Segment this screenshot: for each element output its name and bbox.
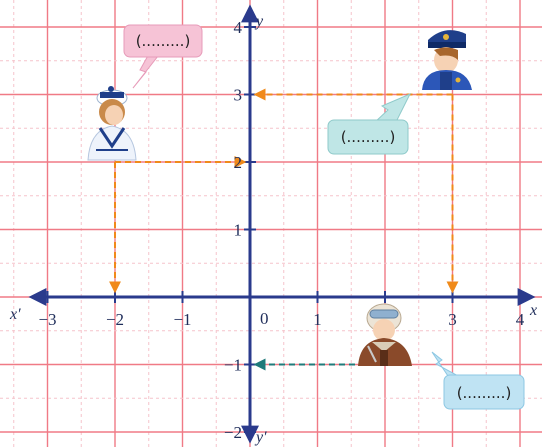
- x-tick-label: 1: [313, 310, 322, 329]
- x-tick-label: −1: [173, 310, 191, 329]
- y-tick-label: 1: [234, 221, 243, 240]
- y-tick-label: −2: [224, 423, 242, 442]
- x-tick-label: 3: [448, 310, 457, 329]
- pilot-bubble-text: (.........): [457, 384, 512, 402]
- y-axis-positive-label: y: [254, 13, 264, 30]
- x-tick-label: −2: [106, 310, 124, 329]
- x-tick-label: −3: [38, 310, 56, 329]
- x-axis-positive-label: x: [529, 302, 537, 319]
- y-tick-label: 4: [234, 18, 243, 37]
- police-bubble-text: (.........): [341, 128, 396, 146]
- pilot-speech-bubble: (.........): [432, 352, 524, 409]
- y-tick-label: 2: [234, 153, 243, 172]
- sailor-figure: [88, 86, 136, 160]
- y-axis-negative-label: y′: [254, 429, 267, 446]
- x-tick-label: 4: [516, 310, 525, 329]
- x-axis-negative-label: x′: [9, 306, 21, 323]
- sailor-bubble-text: (.........): [136, 32, 191, 50]
- y-tick-label: −1: [224, 356, 242, 375]
- police-officer-figure: [422, 30, 472, 90]
- y-tick-label: 3: [234, 86, 243, 105]
- sailor-speech-bubble: (.........): [124, 25, 202, 88]
- pilot-figure: [358, 304, 412, 366]
- police-officer-speech-bubble: (.........): [328, 94, 410, 154]
- x-tick-label: 0: [260, 309, 269, 328]
